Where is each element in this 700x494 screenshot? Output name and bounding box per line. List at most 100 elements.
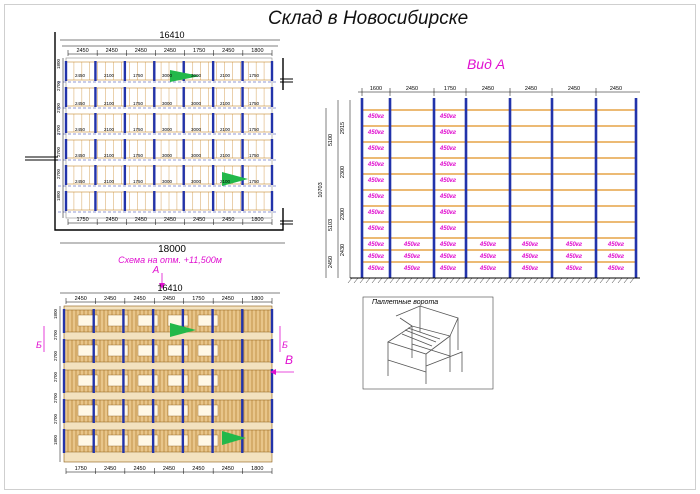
wall-stubs-right	[280, 78, 293, 225]
side-dimension: 2700	[53, 371, 58, 382]
inner-dimension: 3000	[191, 101, 202, 106]
upright-post	[270, 309, 274, 333]
upright-post	[211, 139, 215, 159]
upright-post	[123, 139, 127, 159]
upright-post	[270, 191, 274, 211]
upright-post	[64, 191, 68, 211]
upright-post	[153, 191, 156, 211]
load-label: 450кг	[439, 254, 457, 260]
inner-dimension: 2450	[75, 179, 86, 184]
upright-post	[122, 429, 125, 453]
inner-dimension: 3000	[191, 153, 202, 158]
upright-post	[211, 87, 215, 107]
load-label: 450кг	[367, 178, 385, 184]
upright-post	[181, 399, 185, 423]
bay-dimension: 2450	[164, 217, 176, 223]
inner-dimension: 2100	[104, 101, 115, 106]
upright-post	[123, 113, 127, 133]
bay-dimension: 2450	[222, 296, 234, 302]
upright-post	[94, 191, 97, 211]
bay-dimension: 2450	[222, 466, 234, 472]
load-label: 450кг	[367, 226, 385, 232]
load-label: 450кг	[403, 254, 421, 260]
upright-post	[94, 165, 97, 185]
load-label: 450кг	[403, 266, 421, 272]
bay-dimension: 1800	[251, 466, 263, 472]
bay-dimension: 2450	[106, 48, 118, 54]
height-dimension: 2300	[340, 208, 346, 220]
rack-upright	[594, 98, 598, 278]
height-dimension: 2915	[340, 122, 346, 134]
plan-top-overall-width: 16410	[159, 30, 184, 40]
load-label: 450кг	[521, 266, 539, 272]
upright-post	[62, 309, 66, 333]
inner-dimension: 1750	[133, 73, 144, 78]
rack-upright	[508, 98, 512, 278]
upright-post	[181, 369, 185, 393]
rack-row	[58, 113, 278, 135]
plan-bottom-caption: Схема на отм. +11,500м	[118, 255, 222, 265]
load-label: 450кг	[367, 254, 385, 260]
elevation-title: Вид А	[467, 56, 505, 72]
upright-post	[241, 399, 244, 423]
upright-post	[151, 339, 155, 363]
load-label: 450кг	[607, 242, 625, 248]
inner-dimension: 3000	[162, 127, 173, 132]
load-label: 450кг	[521, 254, 539, 260]
bay-width: 1600	[370, 86, 382, 92]
height-dimension: 5103	[328, 219, 334, 231]
load-label: 450кг	[479, 266, 497, 272]
load-label: 450кг	[367, 130, 385, 136]
load-label: 450кг	[479, 254, 497, 260]
rack-upright	[432, 98, 436, 278]
upright-post	[241, 61, 244, 81]
inner-dimension: 1750	[133, 127, 144, 132]
load-label: 450кг	[367, 210, 385, 216]
load-label: 450кг	[367, 162, 385, 168]
gate-frame	[362, 296, 494, 390]
inner-dimension: 2100	[220, 179, 231, 184]
building-wall	[54, 32, 284, 231]
plan-top-outline	[65, 57, 273, 219]
bay-dimension: 1800	[251, 296, 263, 302]
upright-post	[241, 165, 244, 185]
upright-post	[94, 61, 97, 81]
bay-dimension: 2450	[133, 466, 145, 472]
bay-width: 2450	[406, 86, 418, 92]
bay-dimension: 2450	[133, 296, 145, 302]
upright-post	[181, 309, 185, 333]
wall-stub-left	[25, 156, 58, 161]
load-label: 450кг	[367, 114, 385, 120]
load-label: 450кг	[439, 130, 457, 136]
bay-dimension: 1800	[251, 48, 263, 54]
rack-upright	[634, 98, 638, 278]
upright-post	[182, 139, 185, 159]
upright-post	[241, 191, 244, 211]
upright-post	[122, 369, 125, 393]
load-label: 450кг	[521, 242, 539, 248]
side-dimension: 1800	[53, 434, 58, 445]
pallet-row	[62, 309, 274, 333]
upright-post	[64, 61, 68, 81]
inner-dimension: 1750	[249, 73, 260, 78]
rack-upright	[464, 98, 468, 278]
pallet-row	[62, 369, 274, 393]
section-marker-b-right: Б	[282, 340, 288, 350]
inner-dimension: 3000	[191, 179, 202, 184]
bay-dimension: 2450	[163, 466, 175, 472]
view-v-arrow	[270, 369, 276, 375]
drawing-frame	[4, 4, 696, 490]
bay-width: 2450	[568, 86, 580, 92]
side-dimension: 2700	[56, 146, 61, 157]
upright-post	[92, 429, 95, 453]
upright-post	[211, 339, 214, 363]
inner-dimension: 2450	[75, 127, 86, 132]
upright-post	[270, 113, 274, 133]
inner-dimension: 1750	[249, 179, 260, 184]
upright-post	[123, 61, 127, 81]
bay-dimension: 2450	[76, 48, 88, 54]
height-dimension: 2430	[340, 244, 346, 256]
rack-row	[58, 61, 278, 83]
rack-upright	[550, 98, 554, 278]
